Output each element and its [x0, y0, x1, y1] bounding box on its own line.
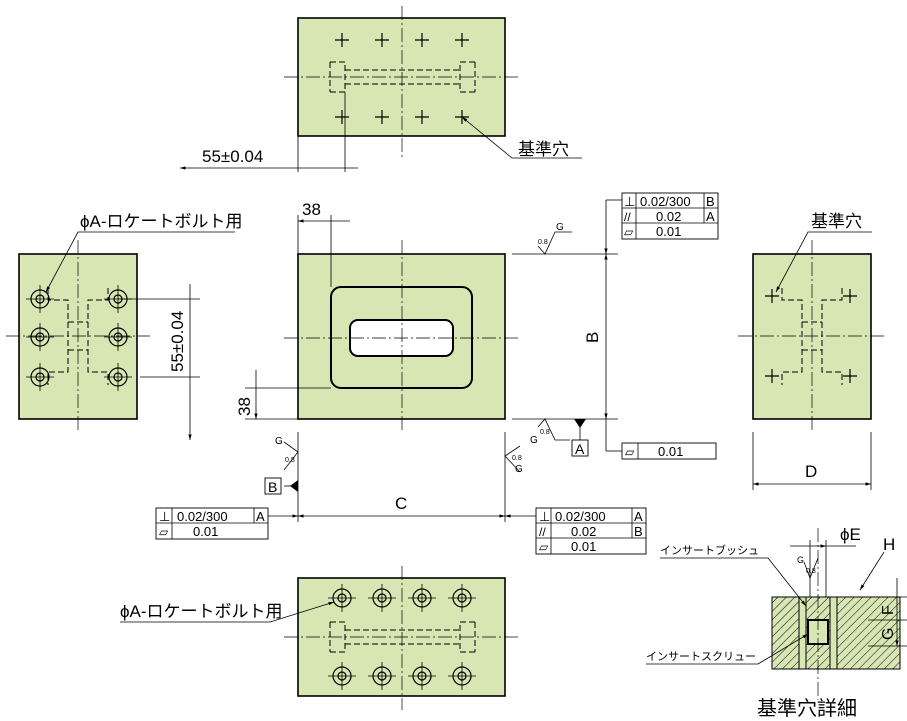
insert-screw-label: インサートスクリュー — [646, 650, 756, 663]
insert-bush-label: インサートブッシュ — [660, 543, 759, 557]
detail-title: 基準穴詳細 — [757, 697, 857, 720]
svg-text:▱: ▱ — [159, 525, 169, 539]
right-plate-view: 基準穴 D — [738, 212, 886, 490]
svg-text:G: G — [556, 222, 564, 233]
bolt-label-bottom: ϕA-ロケートボルト用 — [120, 602, 283, 621]
dim-55-top: 55±0.04 — [202, 147, 263, 166]
svg-text:⊥: ⊥ — [624, 194, 635, 209]
dim-D: D — [805, 462, 817, 481]
svg-text:0.01: 0.01 — [193, 524, 218, 539]
bottom-plate-view: ϕA-ロケートボルト用 — [120, 566, 520, 710]
svg-text:0.02: 0.02 — [656, 209, 681, 224]
svg-text:G: G — [530, 435, 538, 446]
tolerance-frame-top-right: ⊥ 0.02/300 B // 0.02 A ▱ 0.01 — [604, 192, 719, 254]
dim-55-left: 55±0.04 — [168, 311, 187, 372]
svg-text:G: G — [515, 464, 523, 475]
tolerance-frame-left: ⊥ 0.02/300 A ▱ 0.01 — [155, 507, 298, 540]
left-plate-view: ϕA-ロケートボルト用 55±0.04 — [6, 212, 243, 440]
svg-text:0.8: 0.8 — [285, 457, 295, 464]
svg-text:0.02: 0.02 — [571, 524, 596, 539]
tolerance-frame-right: ⊥ 0.02/300 A // 0.02 B ▱ 0.01 — [505, 507, 647, 555]
datum-B: B — [268, 479, 277, 495]
svg-text:0.02/300: 0.02/300 — [555, 509, 606, 524]
svg-text:0.8: 0.8 — [538, 239, 548, 246]
svg-text:0.01: 0.01 — [656, 224, 681, 239]
svg-text:A: A — [634, 509, 643, 524]
svg-text:B: B — [706, 194, 715, 209]
dim-E: ϕE — [840, 525, 861, 544]
ref-hole-label-right: 基準穴 — [811, 212, 862, 231]
tolerance-frame-mid-right: ▱ 0.01 — [605, 419, 717, 460]
top-plate-view: 55±0.04 基準穴 — [180, 6, 582, 172]
dim-38-side: 38 — [235, 397, 254, 416]
svg-text:0.8: 0.8 — [806, 568, 816, 575]
ref-hole-label-top: 基準穴 — [518, 140, 569, 159]
bolt-holes-bottom — [328, 584, 476, 690]
datum-A: A — [575, 441, 585, 457]
dim-38-top: 38 — [302, 200, 321, 219]
svg-text:⊥: ⊥ — [159, 509, 170, 524]
dim-C: C — [395, 494, 407, 513]
surface-finish-marks: G 0.8 G 0.8 G 0.8 G 0.8 — [275, 222, 572, 475]
svg-text:G: G — [797, 555, 804, 565]
svg-text:0.02/300: 0.02/300 — [640, 194, 691, 209]
bolt-label-left: ϕA-ロケートボルト用 — [80, 212, 243, 231]
dim-H: H — [883, 535, 895, 554]
svg-text:0.01: 0.01 — [658, 444, 683, 459]
main-plate-view: 38 38 B C A B G 0.8 G 0.8 — [235, 200, 618, 522]
svg-text:▱: ▱ — [624, 225, 634, 239]
svg-text:▱: ▱ — [539, 540, 549, 554]
dim-F: F — [880, 605, 897, 615]
svg-text:A: A — [706, 209, 715, 224]
svg-text:G: G — [275, 436, 283, 447]
svg-text:0.8: 0.8 — [512, 455, 522, 462]
svg-text:0.8: 0.8 — [540, 429, 550, 436]
dim-B: B — [583, 332, 602, 343]
reference-hole-detail: ϕE G 0.8 F G H インサートブッシュ インサートスクリュー 基準穴詳… — [646, 525, 907, 720]
svg-text:0.01: 0.01 — [571, 539, 596, 554]
svg-text:0.02/300: 0.02/300 — [177, 509, 228, 524]
svg-text:⊥: ⊥ — [539, 509, 550, 524]
reference-marks-right — [765, 289, 857, 383]
bolt-holes-left — [26, 285, 132, 391]
svg-text:A: A — [256, 509, 265, 524]
svg-text:▱: ▱ — [625, 445, 635, 459]
svg-text://: // — [539, 525, 546, 539]
dim-G: G — [880, 628, 897, 640]
svg-text:B: B — [634, 524, 643, 539]
svg-text://: // — [624, 210, 631, 224]
